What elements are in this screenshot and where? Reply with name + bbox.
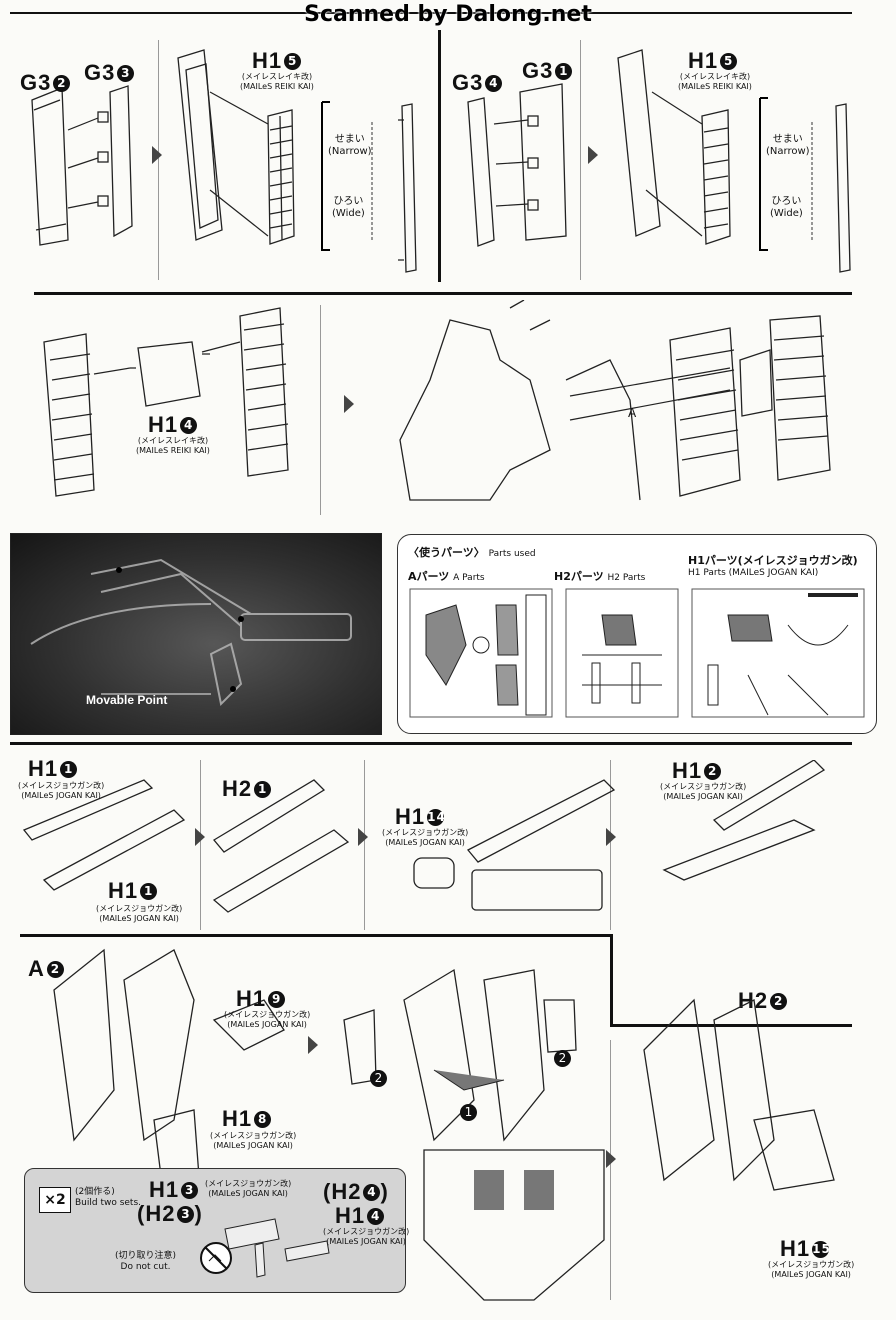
part-sub-h1-4: (メイレスレイキ改)(MAILeS REIKI KAI) [136, 436, 210, 455]
shoulder-armor-assembly-right [467, 49, 851, 273]
build-two-sets-text: (2個作る)Build two sets. [75, 1187, 142, 1208]
h2-parts-title: H2パーツ H2 Parts [554, 570, 646, 583]
part-sub-h1-1-bottom: (メイレスジョウガン改)(MAILeS JOGAN KAI) [96, 904, 183, 923]
weapon-photo-icon [30, 558, 352, 707]
part-sub-h1-1-top: (メイレスジョウガン改)(MAILeS JOGAN KAI) [18, 781, 105, 800]
part-sub-h1-5-right: (メイレスレイキ改)(MAILeS REIKI KAI) [678, 72, 752, 91]
step-arrow-icon [606, 1150, 616, 1168]
part-sub-h1-15: (メイレスジョウガン改)(MAILeS JOGAN KAI) [768, 1260, 855, 1279]
a-parts-title: Aパーツ A Parts [408, 570, 485, 583]
step-arrow-icon [152, 146, 162, 164]
section-divider-5 [610, 1024, 852, 1027]
part-sub-h1-3: (メイレスジョウガン改)(MAILeS JOGAN KAI) [205, 1179, 292, 1198]
do-not-cut-text: (切り取り注意)Do not cut. [115, 1251, 177, 1272]
parts-used-title: 〈使うパーツ〉 Parts used [408, 546, 536, 559]
movable-point-label: Movable Point [86, 693, 168, 707]
step-divider [320, 305, 321, 515]
runner-h2-icon [565, 588, 679, 718]
top-split [438, 30, 441, 282]
part-marker-a: A [628, 406, 637, 420]
step-arrow-icon [308, 1036, 318, 1054]
step-marker-2-left: 2 [368, 1070, 387, 1089]
do-not-cut-icon [200, 1242, 232, 1274]
wide-label-right: ひろい(Wide) [770, 196, 803, 219]
step-arrow-icon [588, 146, 598, 164]
x2-badge: ×2 [39, 1187, 71, 1213]
step-marker-1: 1 [458, 1104, 477, 1123]
watermark: Scanned by Dalong.net [304, 2, 592, 27]
section-divider-1 [34, 292, 852, 295]
step-arrow-icon [344, 395, 354, 413]
part-sub-h1-4-build: (メイレスジョウガン改)(MAILeS JOGAN KAI) [323, 1227, 410, 1246]
step-arrow-icon [195, 828, 205, 846]
part-sub-h1-2: (メイレスジョウガン改)(MAILeS JOGAN KAI) [660, 782, 747, 801]
runner-a-icon [409, 588, 553, 718]
step-divider [580, 40, 581, 280]
step-arrow-icon [606, 828, 616, 846]
parts-used-box: 〈使うパーツ〉 Parts used Aパーツ A Parts H2パーツ H2… [397, 534, 877, 734]
top-rule [10, 12, 852, 14]
part-sub-h1-8: (メイレスジョウガン改)(MAILeS JOGAN KAI) [210, 1131, 297, 1150]
movable-point-photo: Movable Point [10, 533, 382, 735]
section-divider-4 [610, 934, 613, 1026]
gun-grip-part-icon [224, 1218, 330, 1278]
shield-assembly [53, 948, 835, 1301]
wide-label: ひろい(Wide) [332, 196, 365, 219]
jogan-gun-assembly [22, 760, 826, 913]
part-sub-h1-9: (メイレスジョウガン改)(MAILeS JOGAN KAI) [224, 1010, 311, 1029]
h1-parts-title: H1パーツ(メイレスジョウガン改)H1 Parts (MAILeS JOGAN … [688, 554, 858, 578]
shoulder-armor-assembly-left [31, 49, 417, 273]
section-divider-3 [20, 934, 612, 937]
runner-h1-icon [691, 588, 865, 718]
part-sub-h1-14: (メイレスジョウガン改)(MAILeS JOGAN KAI) [382, 828, 469, 847]
step-divider [610, 1040, 611, 1300]
section-divider-2 [10, 742, 852, 745]
narrow-label-right: せまい(Narrow) [766, 134, 810, 157]
step-arrow-icon [358, 828, 368, 846]
step-marker-2-right: 2 [552, 1050, 571, 1069]
part-sub-h1-5: (メイレスレイキ改)(MAILeS REIKI KAI) [240, 72, 314, 91]
reiki-pod-assembly [43, 300, 831, 501]
narrow-label: せまい(Narrow) [328, 134, 372, 157]
